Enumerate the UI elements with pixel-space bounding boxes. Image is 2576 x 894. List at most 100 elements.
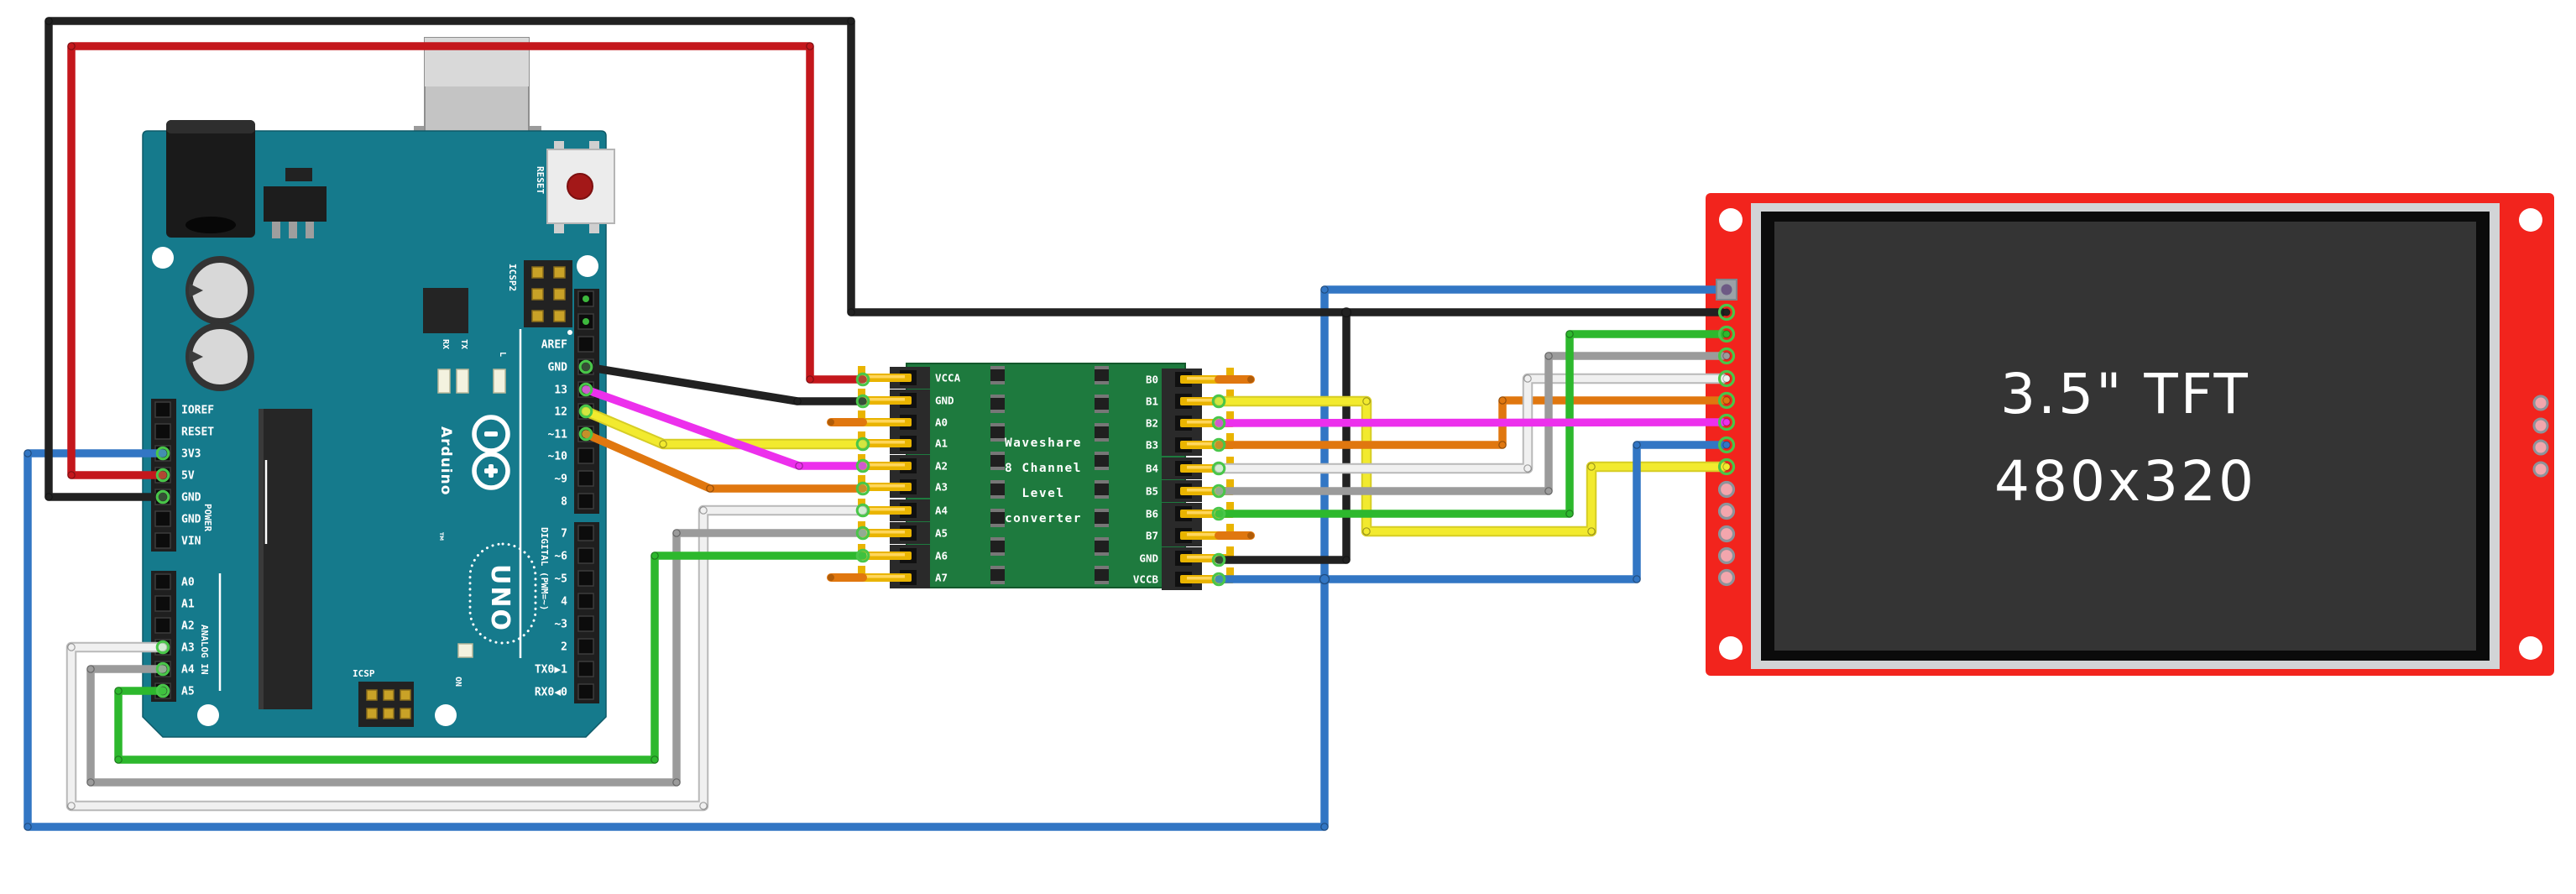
smd-part	[1095, 566, 1109, 584]
arduino-pin-label-0: AREF	[541, 339, 567, 352]
connection-ring	[1211, 572, 1226, 587]
arduino-analog-label-4: A4	[181, 664, 195, 677]
power-jack	[166, 120, 255, 238]
arduino-label-digital: DIGITAL (PWM=~)	[539, 527, 550, 610]
converter-pin-label-left-4: A2	[935, 460, 948, 473]
wire-vccb-to-tft-pin8	[1215, 441, 1727, 583]
arduino-model-text: UNO	[485, 564, 515, 632]
arduino-label-analog: ANALOG IN	[199, 625, 210, 675]
converter-pin-label-right-1: B1	[1146, 395, 1158, 408]
tft-empty-pad	[1717, 546, 1736, 565]
wires-layer	[24, 17, 1728, 831]
converter-title-line-0: Waveshare	[1005, 437, 1082, 450]
tft-empty-pad	[1717, 480, 1736, 499]
arduino-label-on: ON	[453, 677, 462, 687]
converter-pin-label-right-9: VCCB	[1133, 573, 1159, 586]
connection-ring	[578, 426, 593, 442]
converter-title-line-3: converter	[1005, 512, 1082, 525]
smd-part	[1095, 395, 1109, 413]
tft-empty-pad	[1717, 525, 1736, 543]
arduino-label-tx: TX	[459, 339, 468, 349]
tft-side-pad	[2532, 461, 2549, 478]
tft-empty-pad	[1717, 568, 1736, 587]
pins-layer	[155, 279, 2549, 698]
converter-pin-label-left-8: A6	[935, 550, 948, 562]
converter-title-line-2: Level	[1022, 487, 1064, 500]
connection-ring	[855, 548, 870, 563]
tft-pin-9	[1717, 457, 1736, 476]
smd-part	[990, 423, 1005, 442]
mounting-hole	[577, 255, 598, 277]
wire-gnd-loop-to-tft-pin2	[44, 17, 1727, 501]
tft-pin-6	[1717, 391, 1736, 410]
connection-ring	[578, 404, 593, 419]
connection-ring	[155, 489, 170, 505]
reset-button	[546, 141, 615, 233]
mounting-hole	[1719, 636, 1743, 660]
uno-badge-border	[468, 542, 537, 645]
arduino-label-power: POWER	[202, 504, 213, 531]
wire-a3-to-conv-a4	[67, 506, 867, 810]
arduino-power-label-5: GND	[181, 514, 201, 526]
arduino-pin-label-b7: RX0◀0	[535, 687, 567, 699]
wire-a5-to-conv-a6	[114, 552, 867, 764]
connection-ring	[855, 458, 870, 473]
arduino-pin-label-7: 8	[561, 496, 567, 509]
connection-ring	[1211, 552, 1226, 567]
arduino-pin-label-b3: 4	[561, 596, 567, 609]
connection-ring	[155, 640, 170, 655]
tft-pin-5	[1717, 369, 1736, 388]
smd-part	[990, 366, 1005, 384]
arduino-pin-label-b4: ~3	[554, 619, 567, 631]
tft-side-pad	[2532, 439, 2549, 456]
on-led	[457, 643, 473, 658]
arduino-pin-label-4: ~11	[548, 429, 568, 442]
smd-part	[1095, 423, 1109, 442]
level-converter-board: VCCAGNDA0A1A2A3A4A5A6A7B0B1B2B3B4B5B6B7G…	[858, 363, 1234, 590]
converter-pin-label-left-7: A5	[935, 527, 948, 540]
arduino-analog-label-5: A5	[181, 686, 195, 698]
connection-ring	[1211, 416, 1226, 431]
smd-part	[990, 480, 1005, 499]
arduino-logo-plus-circle	[472, 452, 510, 490]
arduino-label-l: L	[498, 352, 507, 357]
converter-pin-label-right-2: B2	[1146, 417, 1158, 430]
tft-side-pad	[2532, 395, 2549, 411]
connection-ring	[855, 481, 870, 496]
mounting-hole	[435, 704, 457, 726]
connection-ring	[855, 525, 870, 541]
mounting-hole	[1719, 208, 1743, 232]
mounting-hole	[197, 704, 219, 726]
arduino-pin-label-1: GND	[548, 362, 568, 374]
converter-pin-label-right-4: B4	[1146, 463, 1158, 475]
arduino-pin-label-5: ~10	[548, 451, 568, 463]
smd-part	[1095, 509, 1109, 527]
converter-pin-label-left-1: GND	[935, 395, 954, 407]
smd-part	[1095, 366, 1109, 384]
usb-interface-chip	[423, 288, 468, 333]
arduino-label-reset: RESET	[535, 166, 546, 194]
converter-pin-label-right-5: B5	[1146, 485, 1158, 498]
converter-pin-label-right-0: B0	[1146, 374, 1158, 386]
junction-gnd	[1340, 306, 1352, 318]
junction-3v3-vccb	[1319, 573, 1330, 585]
smd-part	[990, 566, 1005, 584]
voltage-regulator	[264, 186, 327, 222]
wire-b2-to-tft-pin7	[1215, 418, 1727, 427]
arduino-power-label-6: VIN	[181, 536, 201, 548]
capacitor	[185, 256, 254, 325]
converter-pin-label-left-9: A7	[935, 572, 948, 584]
converter-pin-label-left-0: VCCA	[935, 372, 961, 384]
smd-part	[990, 395, 1005, 413]
connection-ring	[155, 683, 170, 698]
tx-led	[456, 369, 469, 394]
converter-pin-label-left-6: A4	[935, 505, 948, 517]
arduino-analog-label-1: A1	[181, 599, 195, 611]
connection-ring	[1211, 394, 1226, 409]
converter-pin-label-left-5: A3	[935, 481, 948, 494]
connection-ring	[578, 382, 593, 397]
arduino-analog-label-0: A0	[181, 577, 195, 589]
arduino-label-icsp: ICSP	[353, 668, 375, 679]
connection-ring	[855, 394, 870, 409]
